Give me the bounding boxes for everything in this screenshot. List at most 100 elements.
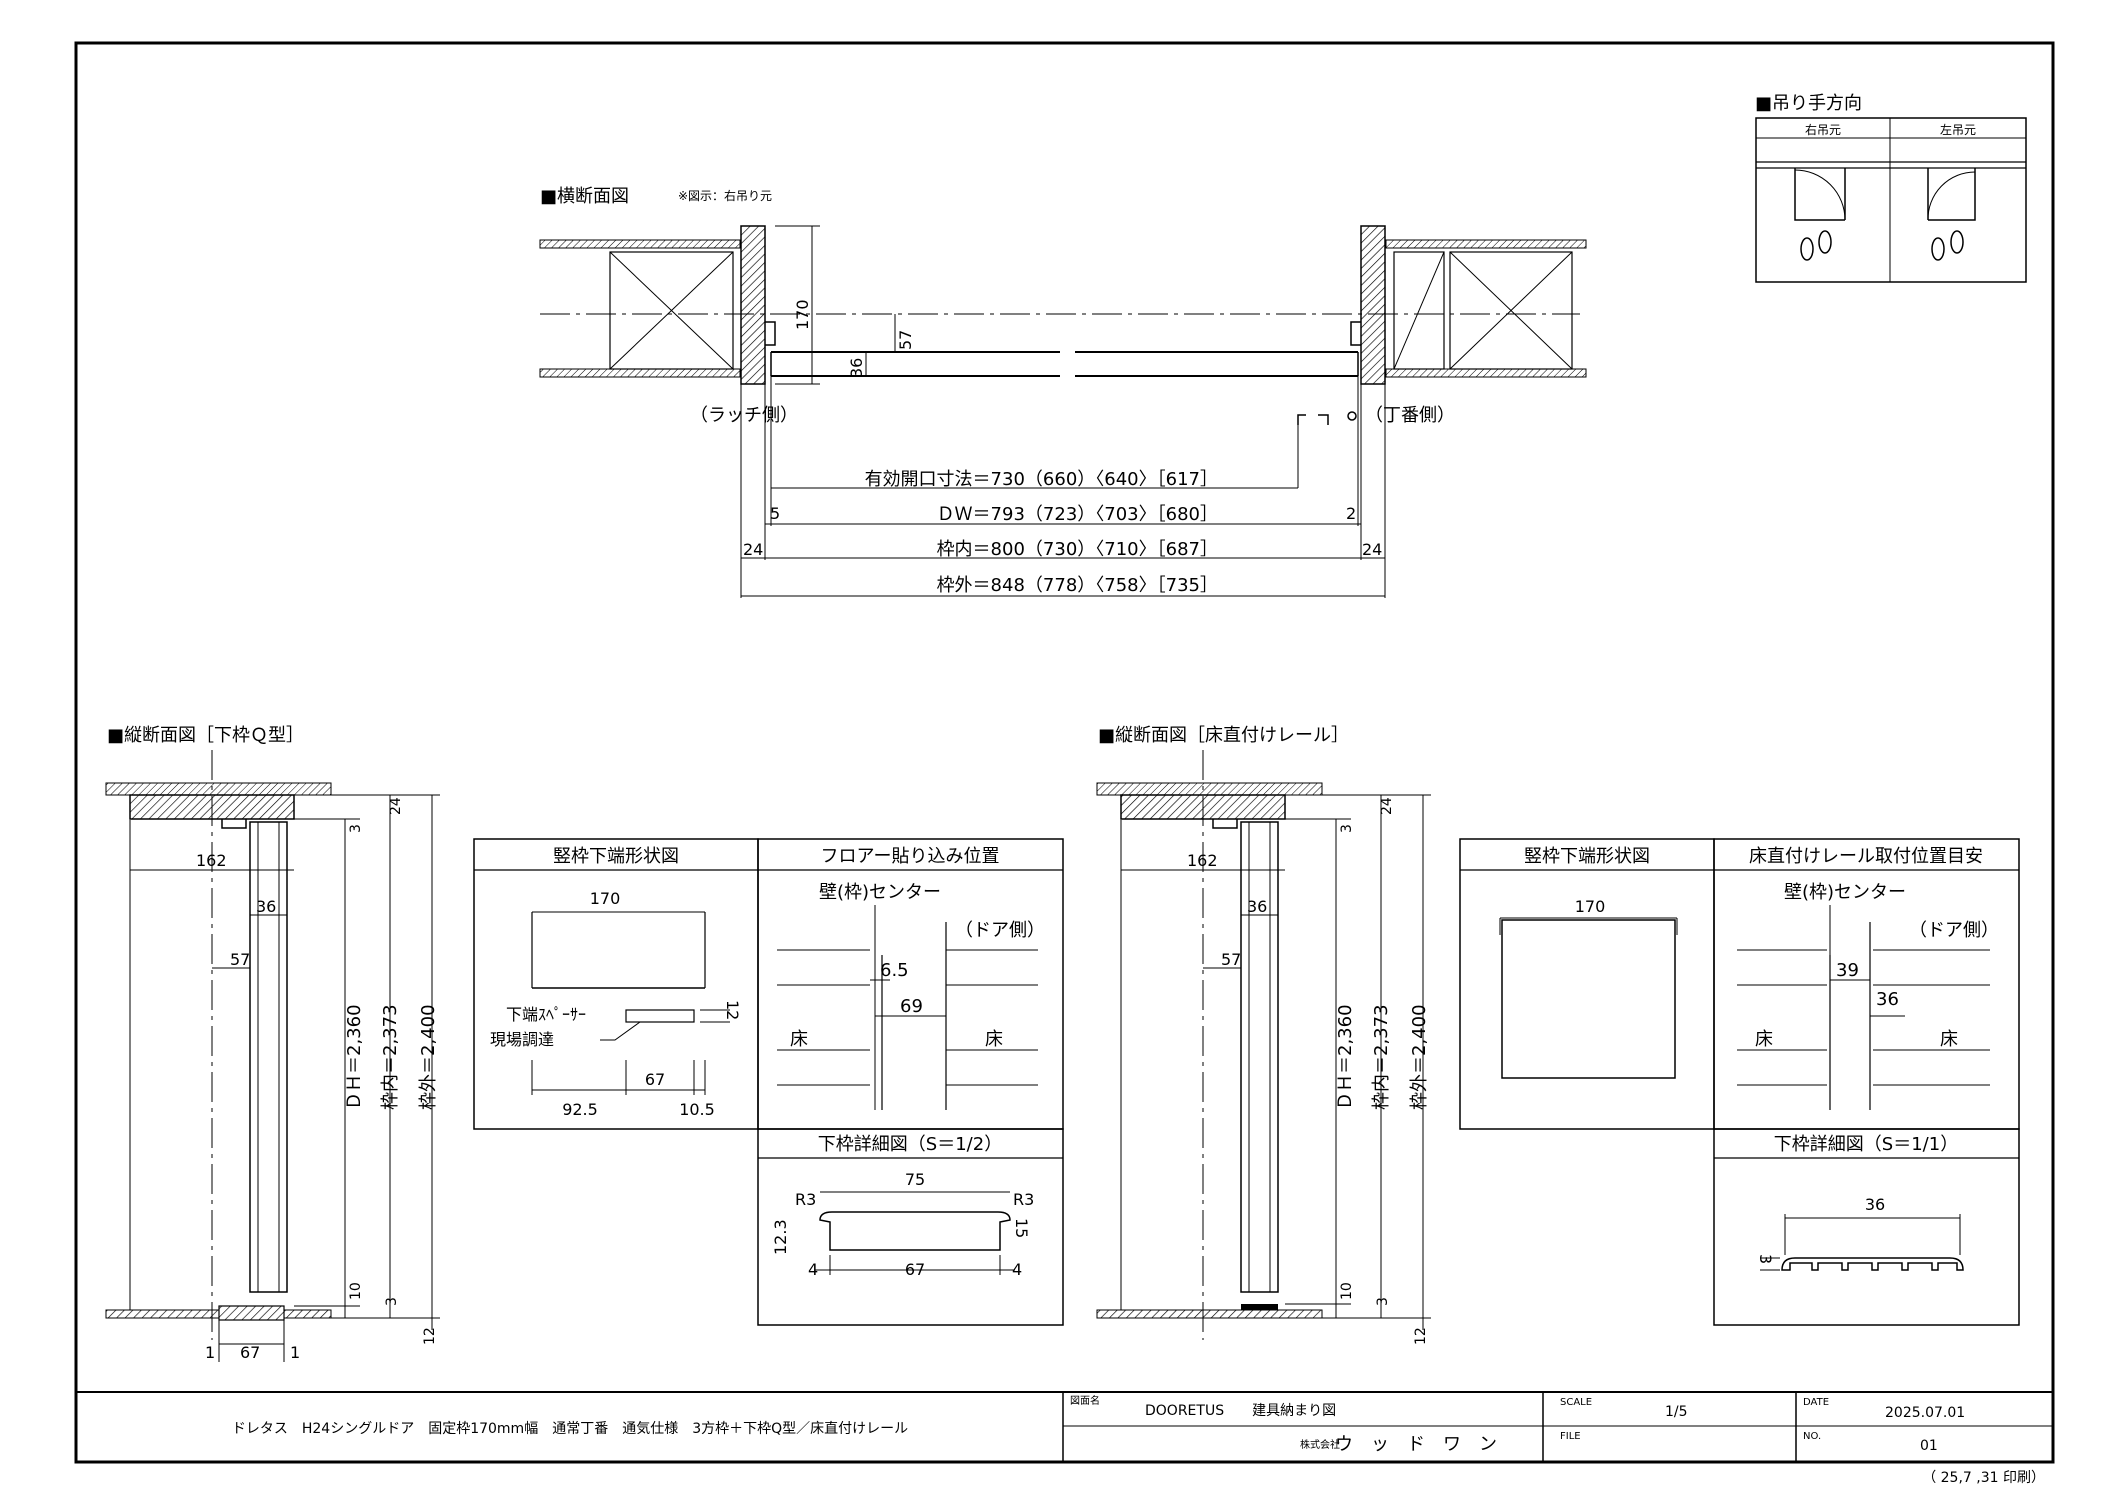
dim-12: 12 xyxy=(723,1000,742,1020)
spacer-label-2: 現場調達 xyxy=(490,1030,554,1049)
drawing-name: DOORETUS 建具納まり図 xyxy=(1145,1403,1336,1419)
footprint-icon xyxy=(1931,230,1964,261)
date-label: DATE xyxy=(1803,1397,1829,1408)
dim-36: 36 xyxy=(1247,897,1267,916)
dim-12: 12 xyxy=(422,1327,438,1345)
right-hinge-label: 右吊元 xyxy=(1805,122,1841,137)
company-prefix: 株式会社 xyxy=(1300,1438,1340,1451)
table-rail-head-right: 床直付けレール取付位置目安 xyxy=(1749,846,1983,867)
frame-outer-dim: 枠外＝848（778）〈758〉［735］ xyxy=(937,575,1218,596)
dim-67b: 67 xyxy=(905,1260,925,1279)
horizontal-section: ■横断面図 ※図示：右吊り元 170 xyxy=(539,186,1587,598)
dw-dim: ＤＷ＝793（723）〈703〉［680］ xyxy=(937,504,1218,525)
print-note: （ 25,7 ,31 印刷） xyxy=(1922,1470,2045,1486)
horizontal-section-note: ※図示：右吊り元 xyxy=(678,188,772,203)
dh-dim: ＤＨ＝2,360 xyxy=(344,1004,365,1110)
no-label: NO. xyxy=(1803,1431,1821,1442)
dim-3-top: 3 xyxy=(1339,824,1355,833)
spacer-label-1: 下端ｽﾍﾟｰｻｰ xyxy=(506,1005,586,1024)
title-block: ドレタス H24シングルドア 固定枠170mm幅 通常丁番 通気仕様 3方枠＋下… xyxy=(76,1391,2053,1486)
dim-10-5: 10.5 xyxy=(679,1100,715,1119)
dim-57: 57 xyxy=(1221,950,1241,969)
dim-67: 67 xyxy=(240,1343,260,1362)
vertical-section-q-title: ■縦断面図［下枠Ｑ型］ xyxy=(107,725,304,746)
hinge-direction-title: ■吊り手方向 xyxy=(1755,93,1862,114)
r3-left-label: R3 xyxy=(795,1190,816,1209)
door-swing-right-icon xyxy=(1794,168,1845,221)
frame-inner-dim: 枠内＝2,373 xyxy=(380,1004,401,1110)
dim-24-right: 24 xyxy=(1362,540,1382,559)
detail-title: 下枠詳細図（S＝1/1） xyxy=(1774,1134,1958,1155)
dim-36: 36 xyxy=(1876,989,1899,1010)
dim-36: 36 xyxy=(847,358,866,378)
vertical-section-q: ■縦断面図［下枠Ｑ型］ 162 36 57 3 24 ＤＨ＝2,360 枠内＝2… xyxy=(105,725,440,1362)
table-q-head-left: 竪枠下端形状図 xyxy=(553,846,679,867)
date-value: 2025.07.01 xyxy=(1885,1405,1965,1421)
hinge-side-label: （丁番側） xyxy=(1365,405,1455,426)
dim-3-bottom: 3 xyxy=(1375,1297,1391,1306)
horizontal-section-title: ■横断面図 xyxy=(540,186,629,207)
frame-inner-dim: 枠内＝800（730）〈710〉［687］ xyxy=(937,539,1218,560)
dim-24-left: 24 xyxy=(743,540,763,559)
dim-24: 24 xyxy=(388,797,404,815)
frame-inner-dim: 枠内＝2,373 xyxy=(1371,1004,1392,1110)
dim-4-right: 4 xyxy=(1012,1260,1022,1279)
dim-92-5: 92.5 xyxy=(562,1100,598,1119)
table-q: 竪枠下端形状図 フロアー貼り込み位置 170 12 下端ｽﾍﾟｰｻｰ 現場調達 … xyxy=(473,838,1064,1326)
hinge-direction-panel: ■吊り手方向 右吊元 左吊元 xyxy=(1755,93,2027,283)
hinge-pin-icon xyxy=(1347,411,1357,421)
dh-dim: ＤＨ＝2,360 xyxy=(1335,1004,1356,1110)
dim-1-right: 1 xyxy=(290,1343,300,1362)
no-value: 01 xyxy=(1920,1438,1938,1454)
dim-1-left: 1 xyxy=(205,1343,215,1362)
wall-center-label: 壁(枠)センター xyxy=(1784,882,1906,903)
floor-label-right: 床 xyxy=(985,1029,1003,1050)
dim-12: 12 xyxy=(1413,1327,1429,1345)
footprint-icon xyxy=(1800,230,1832,261)
effective-opening-dim: 有効開口寸法＝730（660）〈640〉［617］ xyxy=(865,469,1218,490)
dim-3-top: 3 xyxy=(348,824,364,833)
vertical-section-rail-title: ■縦断面図［床直付けレール］ xyxy=(1098,725,1349,746)
dim-69: 69 xyxy=(900,996,923,1017)
scale-label: SCALE xyxy=(1560,1397,1592,1408)
dim-12-3: 12.3 xyxy=(771,1219,790,1255)
detail-title: 下枠詳細図（S＝1/2） xyxy=(818,1134,1002,1155)
latch-side-label: （ラッチ側） xyxy=(690,405,798,426)
floor-label-left: 床 xyxy=(1755,1029,1773,1050)
dim-75: 75 xyxy=(905,1170,925,1189)
dim-170: 170 xyxy=(590,889,621,908)
floor-label-right: 床 xyxy=(1940,1029,1958,1050)
dim-36: 36 xyxy=(256,897,276,916)
dim-6-5: 6.5 xyxy=(880,960,909,981)
dim-36b: 36 xyxy=(1865,1195,1885,1214)
left-hinge-label: 左吊元 xyxy=(1940,122,1976,137)
frame-outer-dim: 枠外＝2,400 xyxy=(1409,1004,1430,1110)
file-label: FILE xyxy=(1560,1431,1581,1442)
frame-outer-dim: 枠外＝2,400 xyxy=(418,1004,439,1110)
floor-label-left: 床 xyxy=(790,1029,808,1050)
wall-center-label: 壁(枠)センター xyxy=(819,882,941,903)
dim-170: 170 xyxy=(1575,897,1606,916)
dim-15: 15 xyxy=(1012,1218,1031,1238)
dim-2: 2 xyxy=(1346,504,1356,523)
dim-162: 162 xyxy=(1187,851,1218,870)
table-rail: 竪枠下端形状図 床直付けレール取付位置目安 170 壁(枠)センター （ドア側）… xyxy=(1459,838,2020,1326)
dim-5: 5 xyxy=(770,504,780,523)
dim-67: 67 xyxy=(645,1070,665,1089)
dim-162: 162 xyxy=(196,851,227,870)
drawing-description: ドレタス H24シングルドア 固定枠170mm幅 通常丁番 通気仕様 3方枠＋下… xyxy=(232,1420,908,1437)
door-swing-left-icon xyxy=(1928,168,1976,221)
dim-57: 57 xyxy=(896,330,915,350)
sheet-border xyxy=(74,41,2055,1464)
dim-57: 57 xyxy=(230,950,250,969)
scale-value: 1/5 xyxy=(1665,1404,1688,1420)
dim-3-bottom: 3 xyxy=(384,1297,400,1306)
dim-39: 39 xyxy=(1836,960,1859,981)
dim-4-left: 4 xyxy=(808,1260,818,1279)
drawing-name-label: 図面名 xyxy=(1070,1394,1100,1407)
door-side-label: （ドア側） xyxy=(955,920,1045,941)
table-q-head-right: フロアー貼り込み位置 xyxy=(821,846,1000,867)
door-side-label: （ドア側） xyxy=(1909,920,1999,941)
table-rail-head-left: 竪枠下端形状図 xyxy=(1524,846,1650,867)
